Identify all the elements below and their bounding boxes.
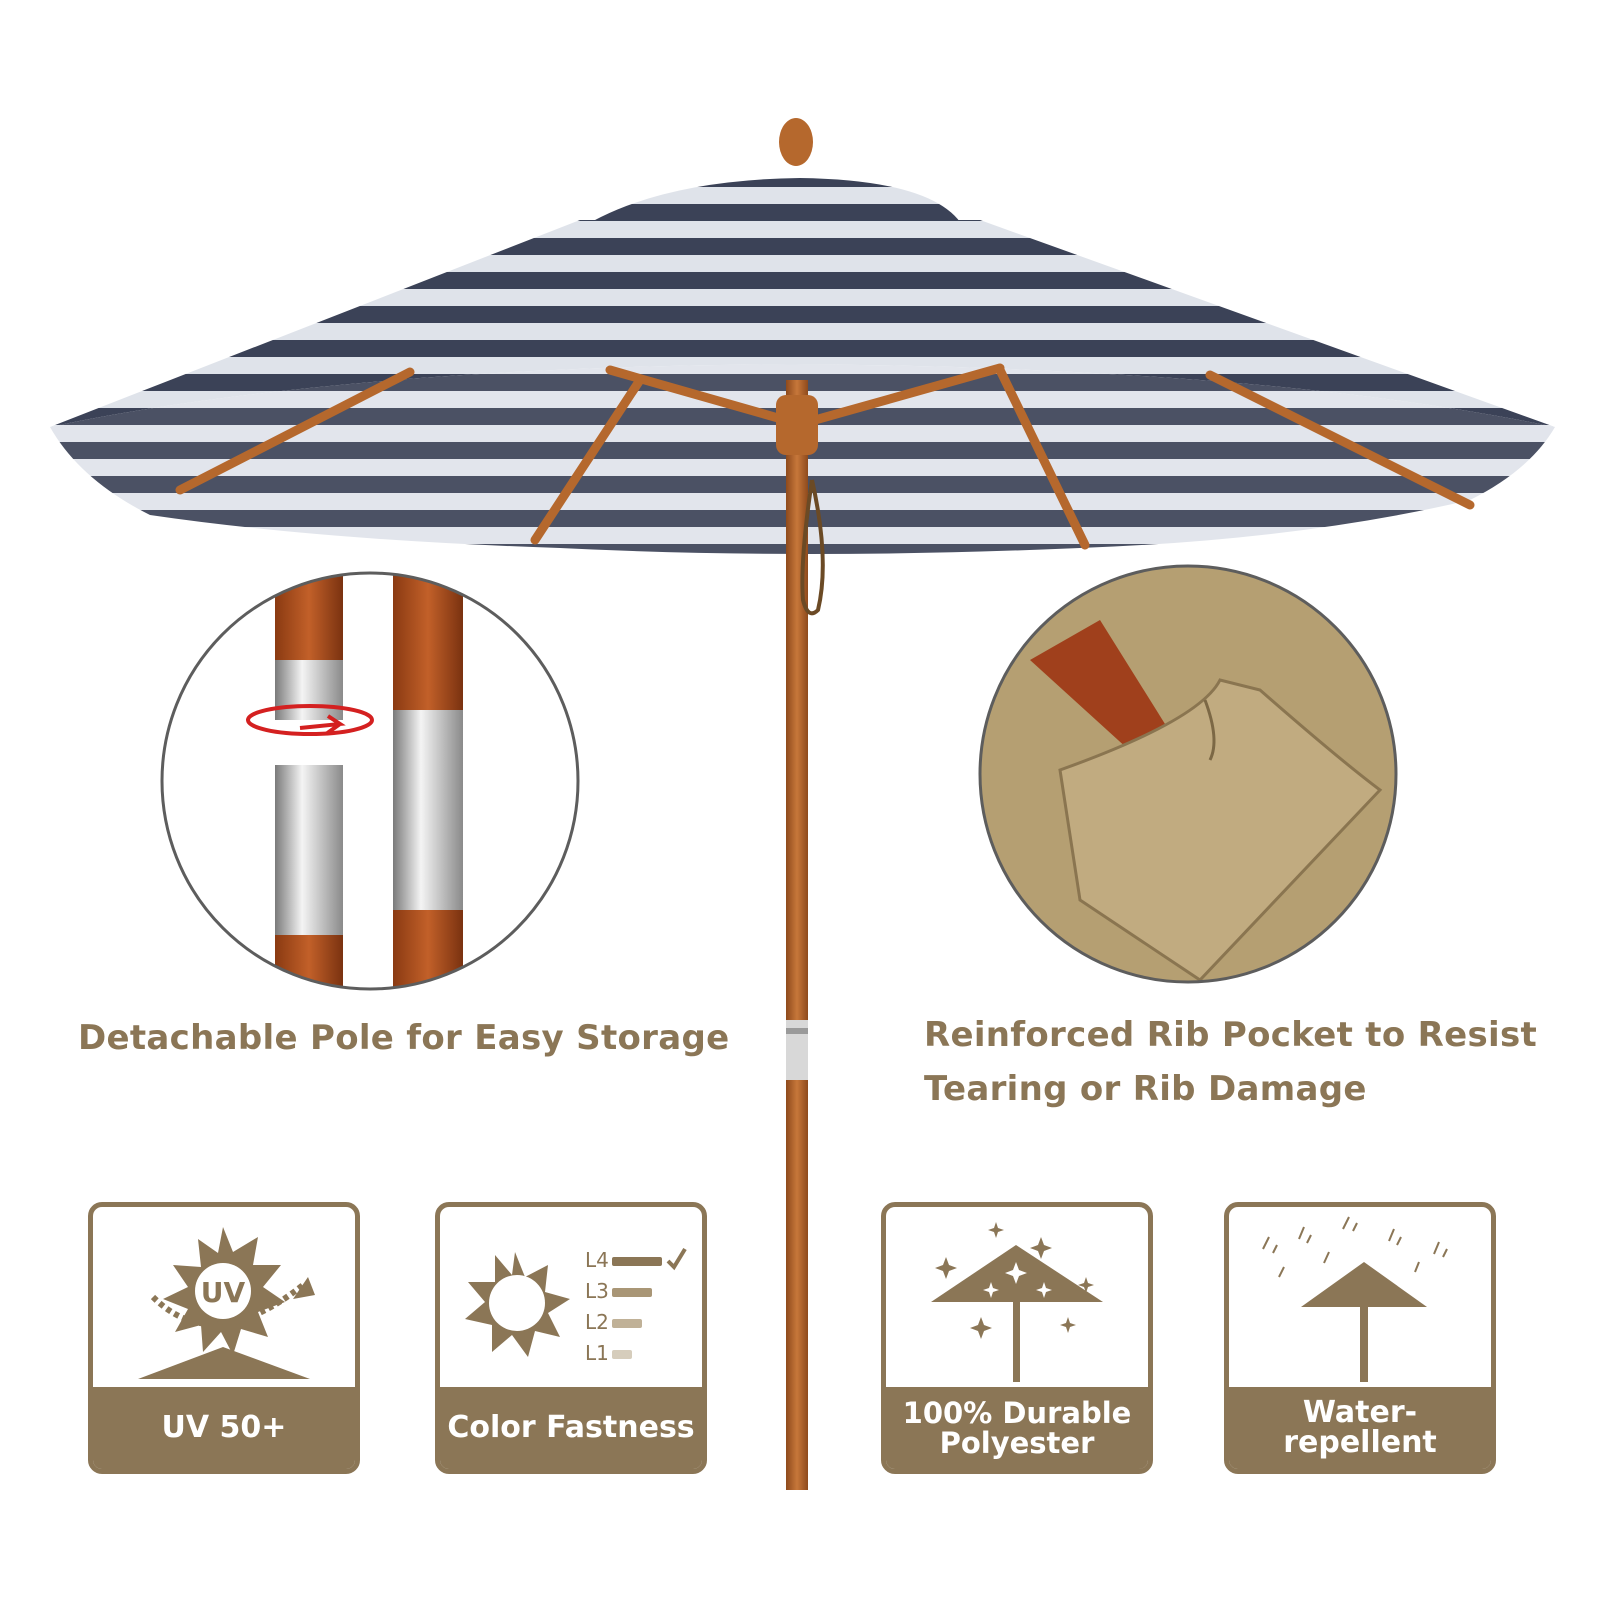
rib xyxy=(810,363,1005,425)
feature-water-repellent: Water-repellent xyxy=(1224,1202,1496,1474)
feature-polyester-label-line2: Polyester xyxy=(939,1426,1095,1460)
sun-levels-icon: L4 L3 L2 L1 xyxy=(465,1247,687,1365)
rib xyxy=(175,367,415,495)
feature-polyester: 100% Durable Polyester xyxy=(881,1202,1153,1474)
rain-umbrella-icon xyxy=(1262,1216,1448,1382)
level-label: L2 xyxy=(585,1310,609,1334)
level-label: L1 xyxy=(585,1341,609,1365)
rib-pocket-detail xyxy=(980,566,1396,982)
level-scale: L4 L3 L2 L1 xyxy=(585,1247,687,1365)
canopy-top xyxy=(50,220,1555,427)
rib xyxy=(995,365,1090,550)
finial xyxy=(779,118,813,166)
sparkle-umbrella-icon xyxy=(931,1222,1103,1382)
feature-uv-label: UV 50+ xyxy=(93,1387,355,1469)
feature-polyester-label: 100% Durable Polyester xyxy=(886,1387,1148,1469)
feature-uv: UV UV 50+ xyxy=(88,1202,360,1474)
rib xyxy=(530,375,645,545)
pole-hub xyxy=(776,395,818,455)
detachable-pole-caption: Detachable Pole for Easy Storage xyxy=(78,1018,730,1058)
feature-color-fastness: L4 L3 L2 L1 Color Fastness xyxy=(435,1202,707,1474)
rib-pocket-caption-line2: Tearing or Rib Damage xyxy=(924,1069,1367,1109)
uv-sun-icon: UV xyxy=(138,1227,315,1379)
twist-arrow-icon xyxy=(246,704,374,736)
rib xyxy=(1205,370,1475,510)
feature-polyester-label-line1: 100% Durable xyxy=(902,1396,1132,1430)
uv-icon-text: UV xyxy=(201,1276,246,1309)
pole xyxy=(786,380,808,1490)
rib xyxy=(605,365,790,425)
level-label: L4 xyxy=(585,1248,609,1272)
feature-color-fastness-label: Color Fastness xyxy=(440,1387,702,1469)
rib-pocket-caption-line1: Reinforced Rib Pocket to Resist xyxy=(924,1015,1538,1055)
feature-water-repellent-label: Water-repellent xyxy=(1229,1387,1491,1469)
level-label: L3 xyxy=(585,1279,609,1303)
rain-drops xyxy=(1262,1216,1448,1278)
pole-connector xyxy=(786,1020,808,1080)
canopy-vent xyxy=(570,178,965,235)
rib-pocket-caption: Reinforced Rib Pocket to Resist Tearing … xyxy=(924,1008,1537,1116)
check-icon xyxy=(666,1247,687,1271)
pull-cord xyxy=(800,479,825,616)
